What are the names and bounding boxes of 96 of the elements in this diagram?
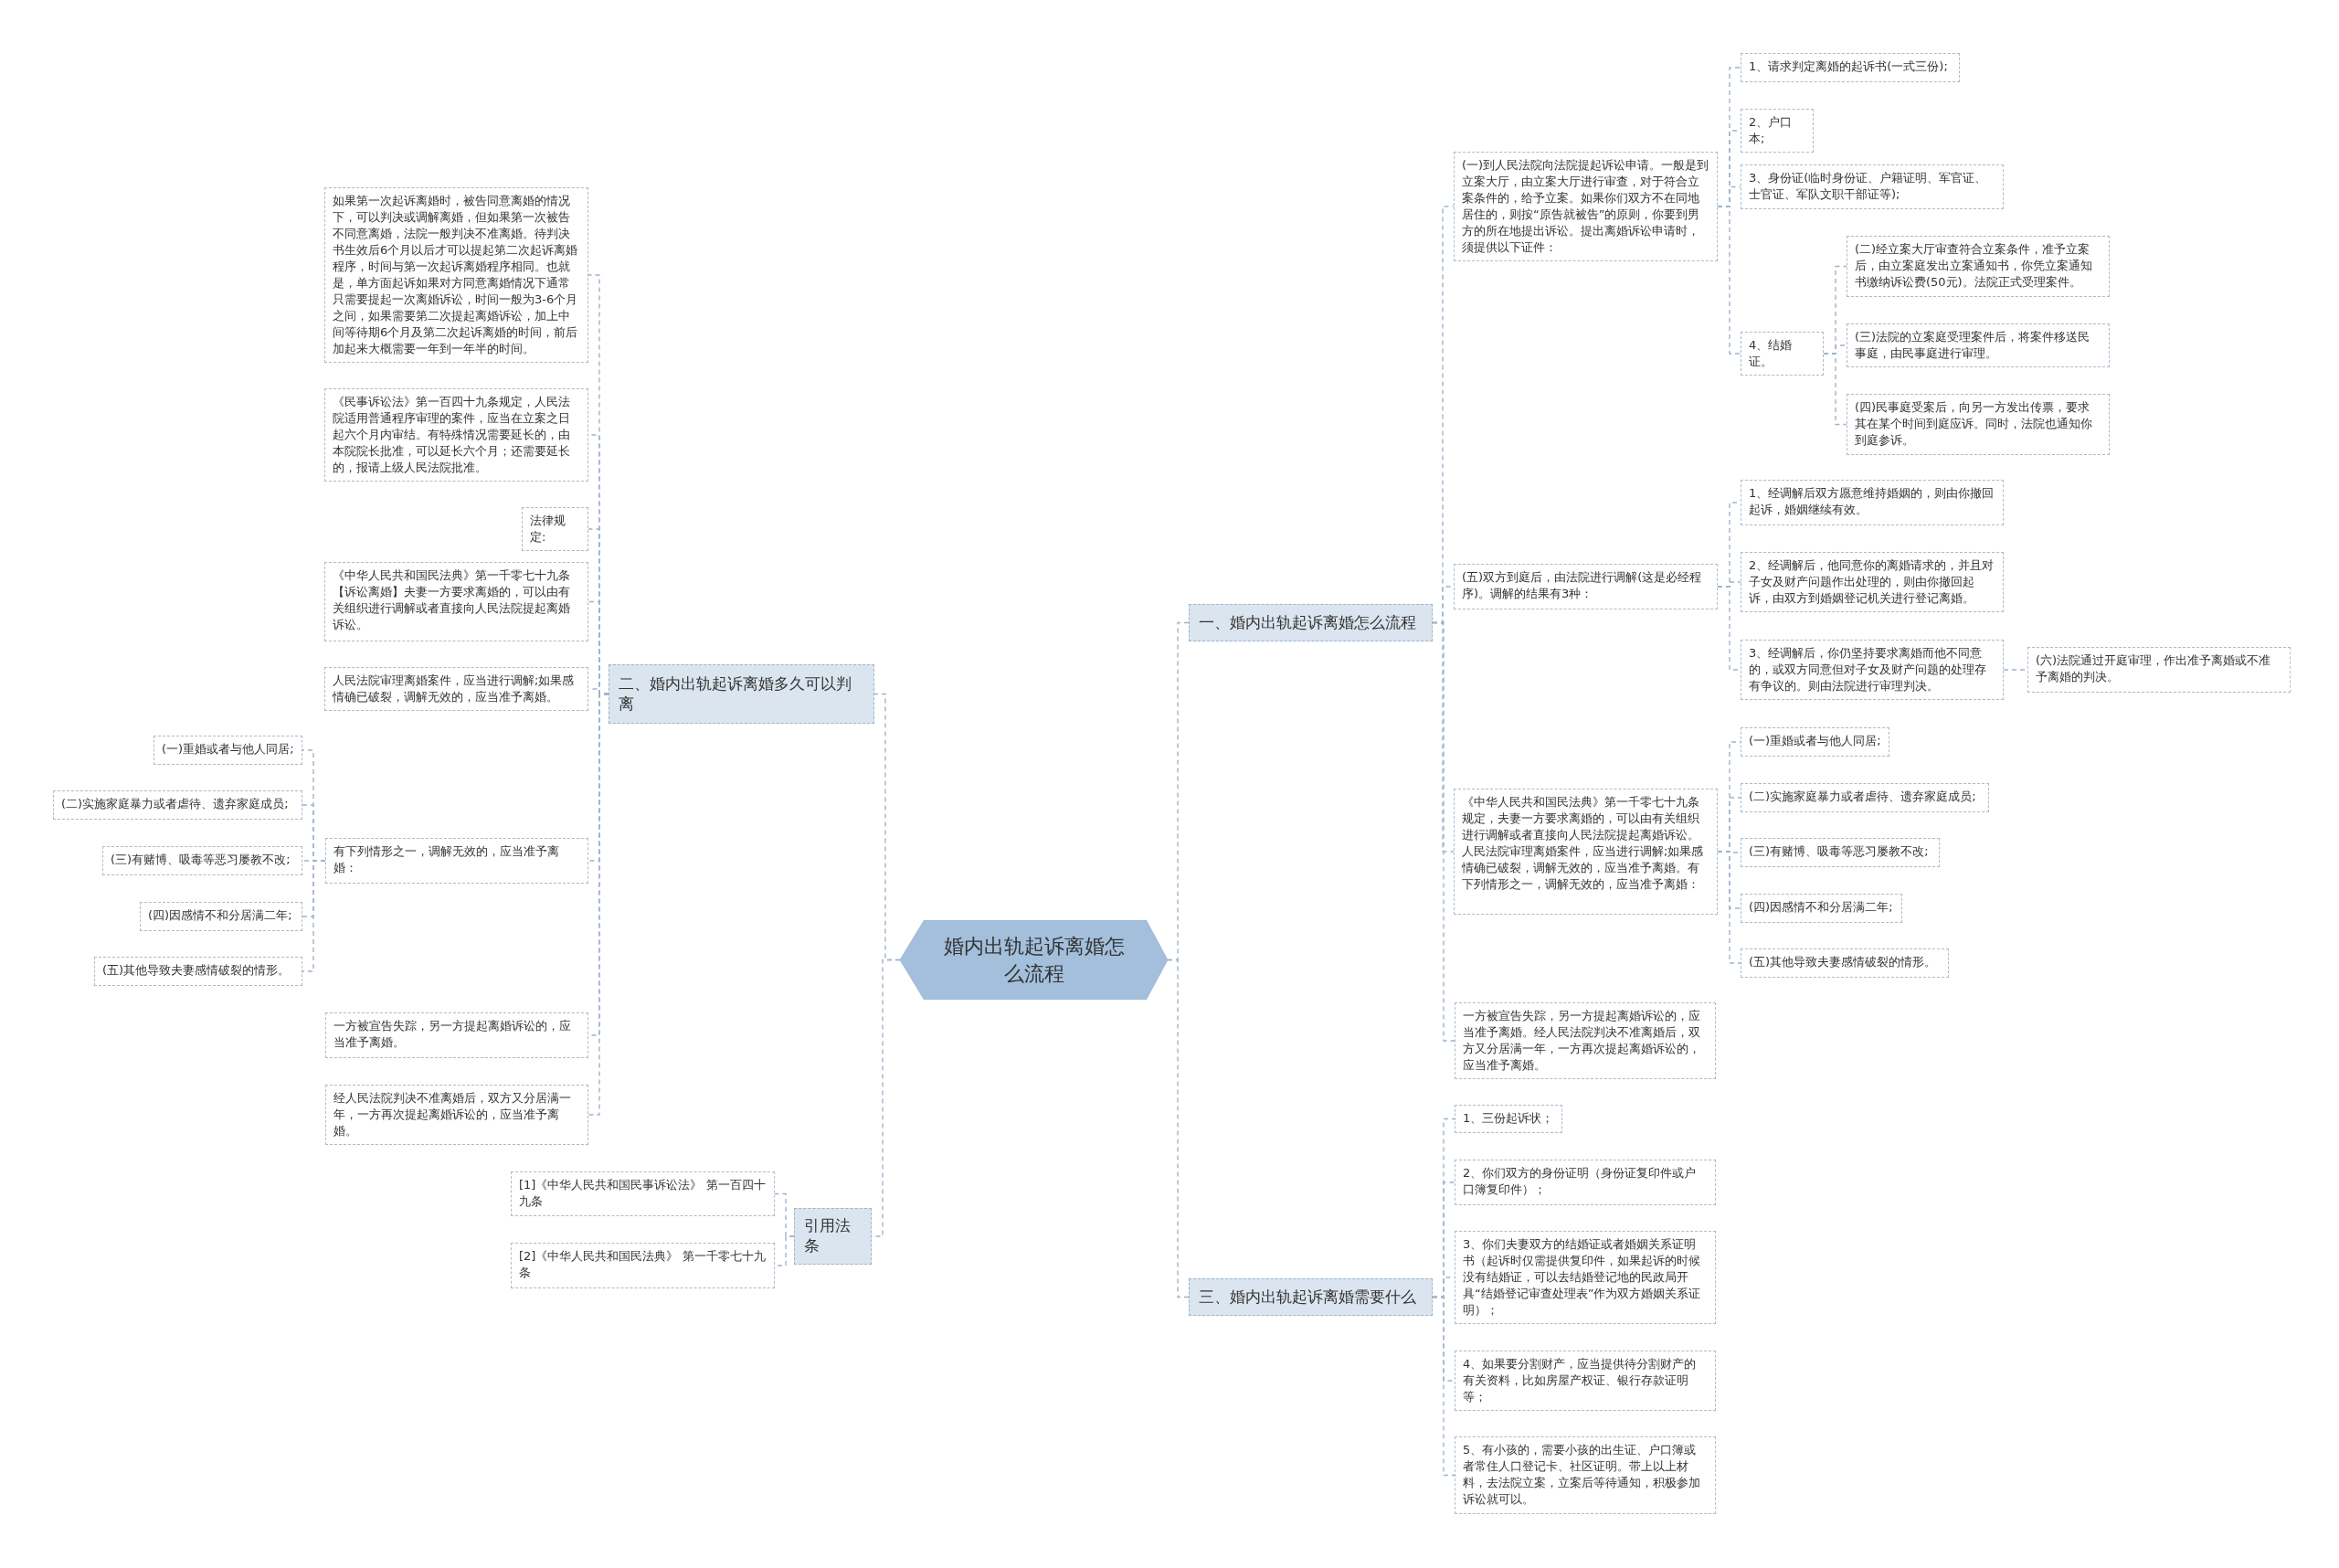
subtopic-box xyxy=(522,507,588,551)
connector-line xyxy=(1717,206,1741,355)
topic-text: (一)到人民法院向法院提起诉讼申请。一般是到立案大厅，由立案大厅进行审查，对于符合立案条件的，给予立案。如果你们双方不在同地居住的，则按“原告就被告”的原则，你要到男方的所在地提出诉讼。提出离婚诉讼申请时，须提供以下证件： xyxy=(1462,157,1709,256)
topic-text: (三)法院的立案庭受理案件后，将案件移送民事庭，由民事庭进行审理。 xyxy=(1855,329,2091,362)
topic-text: 人民法院审理离婚案件，应当进行调解;如果感情确已破裂，调解无效的，应当准予离婚。 xyxy=(333,673,576,705)
subtopic-box xyxy=(1741,640,2004,700)
subtopic-box xyxy=(1741,480,2004,525)
topic-text: 2、你们双方的身份证明（身份证复印件或户口簿复印件）； xyxy=(1463,1165,1698,1198)
subtopic-box xyxy=(1741,552,2004,612)
connector-line xyxy=(1167,959,1190,1298)
subtopic-box xyxy=(1741,164,2004,209)
subtopic-box xyxy=(1847,236,2110,297)
subtopic-box xyxy=(1455,1351,1716,1411)
topic-text: 4、如果要分割财产，应当提供待分割财产的有关资料，比如房屋产权证、银行存款证明等； xyxy=(1463,1356,1698,1405)
subtopic-box xyxy=(1455,1160,1716,1205)
branch-topic xyxy=(609,664,874,724)
topic-text: 1、经调解后双方愿意维持婚姻的，则由你撤回起诉，婚姻继续有效。 xyxy=(1749,485,1995,518)
branch-topic xyxy=(794,1208,872,1265)
subtopic-box xyxy=(1454,789,1718,915)
subtopic-box xyxy=(94,957,302,986)
topic-title: 婚内出轨起诉离婚怎么流程 xyxy=(942,933,1126,987)
topic-text: 一方被宣告失踪，另一方提起离婚诉讼的，应当准予离婚。 xyxy=(333,1018,572,1051)
topic-text: 如果第一次起诉离婚时，被告同意离婚的情况下，可以判决或调解离婚，但如果第一次被告不同意离婚，法院一般判决不准离婚。待判决书生效后6个月以后才可以提起第二次起诉离婚程序，时间与第一次起诉离婚程序相同。也就是，单方面起诉如果对方同意离婚情况下通常只需要提起一次离婚诉讼，时间一般为3-6个月之间，如果需要第二次提起离婚诉讼，加上中间等待期6个月及第二次起诉离婚的时间，前后加起来大概需要一年到一年半的时间。 xyxy=(333,193,579,357)
subtopic-box xyxy=(1741,727,1889,757)
topic-text: 4、结婚证。 xyxy=(1749,337,1794,370)
subtopic-box xyxy=(324,388,588,482)
topic-text: 3、经调解后，你仍坚持要求离婚而他不同意的，或双方同意但对子女及财产问题的处理存有争议的。则由法院进行审理判决。 xyxy=(1749,645,1987,694)
subtopic-box xyxy=(1741,109,1814,153)
topic-text: (二)经立案大厅审查符合立案条件，准予立案后，由立案庭发出立案通知书，你凭立案通知书缴纳诉讼费(50元)。法院正式受理案件。 xyxy=(1855,241,2093,291)
subtopic-box xyxy=(1741,894,1902,923)
subtopic-box xyxy=(1455,1436,1716,1514)
subtopic-box xyxy=(1455,1105,1562,1133)
topic-text: (四)因感情不和分居满二年; xyxy=(148,907,293,924)
topic-text: 1、请求判定离婚的起诉书(一式三份); xyxy=(1749,58,1949,75)
topic-text: 《民事诉讼法》第一百四十九条规定，人民法院适用普通程序审理的案件，应当在立案之日起六个月内审结。有特殊情况需要延长的，由本院院长批准，可以延长六个月；还需要延长的，报请上级人民法院批准。 xyxy=(333,394,571,476)
topic-text: 法律规定: xyxy=(530,513,566,546)
branch-topic xyxy=(1189,1278,1433,1316)
subtopic-box xyxy=(2027,647,2291,693)
topic-text: 三、婚内出轨起诉离婚需要什么 xyxy=(1199,1287,1416,1308)
connector-line xyxy=(1432,1296,1455,1477)
subtopic-box xyxy=(511,1171,775,1216)
topic-text: 1、三份起诉状； xyxy=(1463,1110,1554,1127)
subtopic-box xyxy=(511,1243,775,1288)
subtopic-box xyxy=(140,902,302,931)
subtopic-box xyxy=(1454,564,1718,609)
subtopic-box xyxy=(1455,1231,1716,1324)
topic-text: (一)重婚或者与他人同居; xyxy=(162,741,294,758)
topic-text: (五)其他导致夫妻感情破裂的情形。 xyxy=(102,962,291,979)
subtopic-box xyxy=(53,790,302,820)
topic-text: (三)有赌博、吸毒等恶习屡教不改; xyxy=(1749,843,1930,860)
topic-text: (二)实施家庭暴力或者虐待、遗弃家庭成员; xyxy=(61,796,290,812)
subtopic-box xyxy=(324,667,588,711)
subtopic-box xyxy=(325,1012,588,1058)
connector-line xyxy=(1823,353,1847,426)
topic-text: 经人民法院判决不准离婚后，双方又分居满一年，一方再次提起离婚诉讼的，应当准予离婚。 xyxy=(333,1090,572,1139)
subtopic-box xyxy=(325,838,588,884)
subtopic-box xyxy=(324,562,588,641)
topic-text: (三)有赌博、吸毒等恶习屡教不改; xyxy=(111,852,291,868)
topic-text: (四)因感情不和分居满二年; xyxy=(1749,899,1894,916)
topic-text: (六)法院通过开庭审理，作出准予离婚或不准予离婚的判决。 xyxy=(2036,652,2272,685)
subtopic-box xyxy=(153,736,302,765)
topic-text: 一、婚内出轨起诉离婚怎么流程 xyxy=(1199,612,1416,633)
subtopic-box xyxy=(1741,948,1949,978)
connector-line xyxy=(302,860,326,972)
topic-text: 《中华人民共和国民法典》第一千零七十九条【诉讼离婚】夫妻一方要求离婚的，可以由有关组织进行调解或者直接向人民法院提起离婚诉讼。 xyxy=(333,567,571,633)
subtopic-box xyxy=(1741,783,1989,812)
topic-text: [2]《中华人民共和国民法典》 第一千零七十九条 xyxy=(519,1248,767,1281)
topic-text: 一方被宣告失踪，另一方提起离婚诉讼的，应当准予离婚。经人民法院判决不准离婚后，双方又分居满一年，一方再次提起离婚诉讼的，应当准予离婚。 xyxy=(1463,1008,1701,1074)
topic-text: 3、身份证(临时身份证、户籍证明、军官证、士官证、军队文职干部证等); xyxy=(1749,170,1988,203)
subtopic-box xyxy=(1741,332,1824,376)
subtopic-box xyxy=(1741,53,1960,82)
subtopic-box xyxy=(1847,323,2110,367)
branch-topic xyxy=(1189,604,1433,641)
topic-text: 有下列情形之一，调解无效的，应当准予离婚： xyxy=(333,843,560,876)
topic-text: 2、经调解后，他同意你的离婚请求的，并且对子女及财产问题作出处理的，则由你撤回起诉，由双方到婚姻登记机关进行登记离婚。 xyxy=(1749,557,1995,607)
topic-text: (五)双方到庭后，由法院进行调解(这是必经程序)。调解的结果有3种： xyxy=(1462,569,1703,602)
subtopic-box xyxy=(1741,838,1940,867)
connector-line xyxy=(1717,851,1741,964)
topic-text: 3、你们夫妻双方的结婚证或者婚姻关系证明书（起诉时仅需提供复印件，如果起诉的时候没有结婚证，可以去结婚登记地的民政局开具“结婚登记审查处理表”作为双方婚姻关系证明）； xyxy=(1463,1236,1702,1319)
topic-text: 引用法条 xyxy=(804,1216,852,1256)
subtopic-box xyxy=(1455,1002,1716,1079)
topic-text: (二)实施家庭暴力或者虐待、遗弃家庭成员; xyxy=(1749,789,1977,805)
topic-text: 5、有小孩的，需要小孩的出生证、户口簿或者常住人口登记卡、社区证明。带上以上材料，去法院立案，立案后等待通知，积极参加诉讼就可以。 xyxy=(1463,1442,1701,1508)
central-topic-hexagon xyxy=(900,920,1168,1000)
subtopic-box xyxy=(102,846,302,875)
topic-text: 二、婚内出轨起诉离婚多久可以判离 xyxy=(619,673,852,715)
topic-text: (四)民事庭受案后，向另一方发出传票，要求其在某个时间到庭应诉。同时，法院也通知你到庭参诉。 xyxy=(1855,399,2093,449)
subtopic-box xyxy=(325,1085,588,1145)
topic-text: [1]《中华人民共和国民事诉讼法》 第一百四十九条 xyxy=(519,1177,767,1210)
subtopic-box xyxy=(1847,394,2110,455)
topic-text: 《中华人民共和国民法典》第一千零七十九条规定，夫妻一方要求离婚的，可以由有关组织进行调解或者直接向人民法院提起离婚诉讼。人民法院审理离婚案件，应当进行调解;如果感情确已破裂，调解无效的，应当准予离婚。有下列情形之一，调解无效的，应当准予离婚： xyxy=(1462,794,1705,893)
topic-text: (五)其他导致夫妻感情破裂的情形。 xyxy=(1749,954,1938,970)
topic-text: 2、户口本; xyxy=(1749,114,1794,147)
subtopic-box xyxy=(1454,152,1718,261)
topic-text: (一)重婚或者与他人同居; xyxy=(1749,733,1881,749)
connector-line xyxy=(1432,621,1455,1042)
